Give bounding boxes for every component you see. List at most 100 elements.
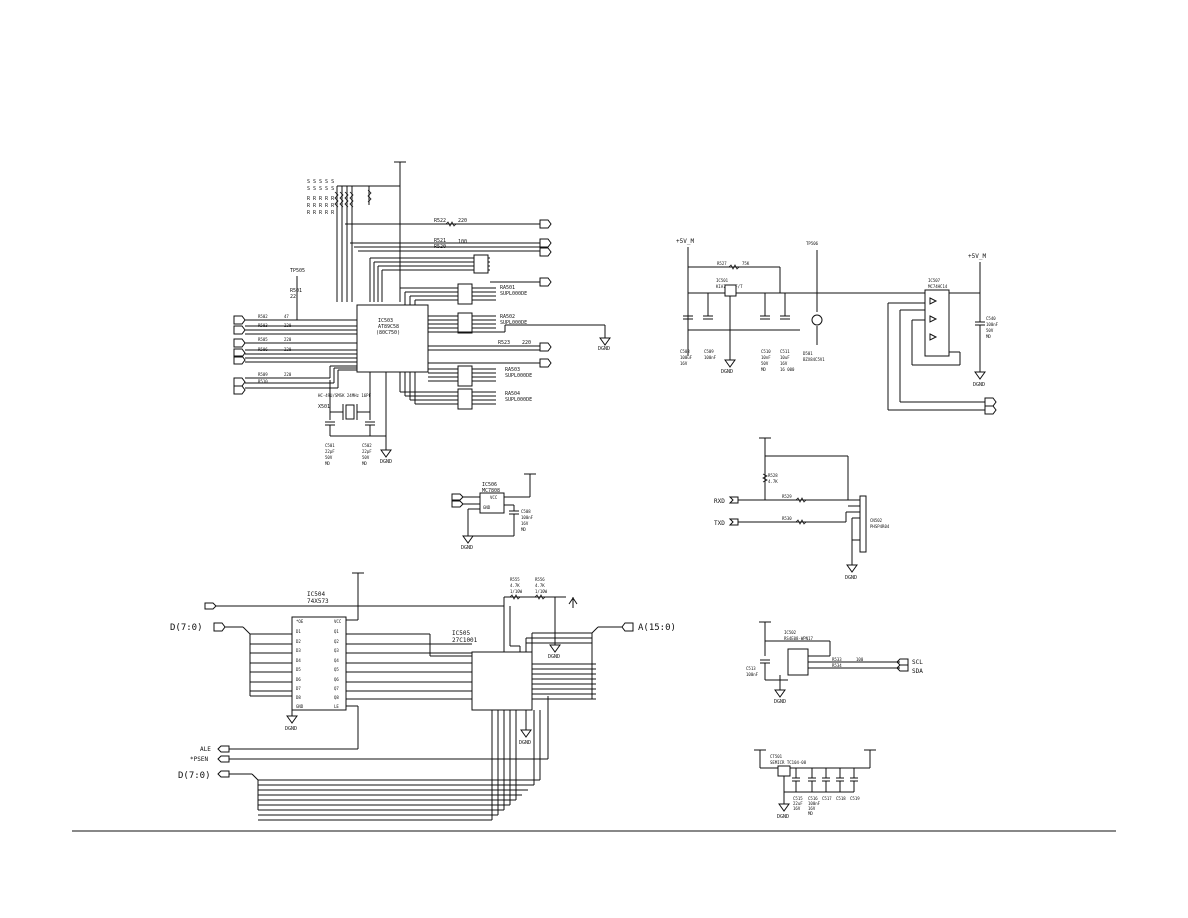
reset-ic-section: IC506 MC7808 VCC GND C508 100nF 16V MD D… bbox=[451, 473, 536, 551]
r522-value: 220 bbox=[458, 218, 467, 224]
svg-text:220: 220 bbox=[284, 323, 292, 328]
svg-text:D4: D4 bbox=[296, 658, 301, 663]
r521-label: R521 bbox=[434, 238, 446, 244]
ic505-part: 27C1001 bbox=[452, 637, 478, 644]
dgnd-label-9: DGND bbox=[845, 575, 857, 581]
svg-text:47: 47 bbox=[284, 314, 289, 319]
dgnd-label-10: DGND bbox=[774, 699, 786, 705]
ic502-label: IC502 bbox=[784, 630, 797, 635]
c508-voltage: 16V bbox=[521, 521, 529, 526]
svg-text:Q4: Q4 bbox=[334, 658, 339, 663]
svg-text:Q3: Q3 bbox=[334, 648, 339, 653]
rxd-label: RXD bbox=[714, 498, 725, 505]
r520-label: R520 bbox=[434, 244, 446, 250]
crystal-spec: HC-49U/SMSK 24MHz 16PF bbox=[318, 393, 372, 398]
ct501-body bbox=[777, 765, 791, 777]
c540-label: C540 bbox=[986, 316, 996, 321]
c540-value: 100nF bbox=[986, 322, 999, 327]
c518-label: C518 bbox=[836, 796, 846, 801]
resistor-network-top: S S S S S S S S S S R R R R R R R R R R … bbox=[307, 179, 372, 216]
c540-mount: MD bbox=[986, 334, 991, 339]
serial-section: R528 4.7K RXD R529 TXD R530 CN502 PHSP4R… bbox=[714, 437, 890, 581]
c511-value: 10uF bbox=[780, 355, 790, 360]
ra504-label: RA504 bbox=[505, 391, 520, 397]
x501-label: X501 bbox=[318, 404, 330, 410]
svg-text:Q7: Q7 bbox=[334, 686, 339, 691]
ic505-body bbox=[471, 651, 533, 711]
svg-text:D5: D5 bbox=[296, 667, 301, 672]
r528-value: 4.7K bbox=[768, 479, 778, 484]
svg-text:220: 220 bbox=[284, 337, 292, 342]
svg-text:R505: R505 bbox=[258, 337, 268, 342]
svg-text:R506: R506 bbox=[258, 347, 268, 352]
dgnd-label-3: DGND bbox=[461, 545, 473, 551]
svg-text:VCC: VCC bbox=[334, 619, 342, 624]
r555-label: R555 bbox=[510, 577, 520, 582]
svg-text:R R R R R: R R R R R bbox=[307, 210, 335, 216]
c515-label: C515 bbox=[793, 796, 803, 801]
r555-power: 1/10W bbox=[510, 589, 523, 594]
ic502-part: RS4E08-WPN17 bbox=[784, 636, 813, 641]
svg-text:R R R R R: R R R R R bbox=[307, 196, 335, 202]
c510-value: 10nF bbox=[761, 355, 771, 360]
c513-label: C513 bbox=[746, 666, 756, 671]
c515-value: 22uF bbox=[793, 801, 803, 806]
c508-value: 100nF bbox=[521, 515, 534, 520]
svg-text:D8: D8 bbox=[296, 695, 301, 700]
c511-label: C511 bbox=[780, 349, 790, 354]
ct501-label: CT501 bbox=[770, 754, 783, 759]
diode-d501 bbox=[811, 314, 823, 326]
r529-label: R529 bbox=[782, 494, 792, 499]
connector-cn502 bbox=[859, 495, 867, 553]
svg-text:R502: R502 bbox=[258, 314, 268, 319]
ic507-body bbox=[924, 289, 950, 357]
c516-mount: MD bbox=[808, 811, 813, 816]
dgnd-label-1: DGND bbox=[598, 346, 610, 352]
ra503-value: SUPL000DE bbox=[505, 373, 532, 379]
ic502-body bbox=[787, 648, 809, 676]
dgnd-label-5: DGND bbox=[548, 654, 560, 660]
r523-label: R523 bbox=[498, 340, 510, 346]
r556-power: 1/10W bbox=[535, 589, 548, 594]
r523-value: 220 bbox=[522, 340, 531, 346]
r501-label: R501 bbox=[290, 288, 302, 294]
r522-label: R522 bbox=[434, 218, 446, 224]
c516-value: 100nF bbox=[808, 801, 821, 806]
c502-mount: MD bbox=[362, 461, 367, 466]
d501-label: D501 bbox=[803, 351, 813, 356]
c511-voltage: 16V bbox=[780, 361, 788, 366]
c510-mount: MD bbox=[761, 367, 766, 372]
r556-value: 4.7K bbox=[535, 583, 545, 588]
c508b-value: 100uF bbox=[680, 355, 693, 360]
r534-label: R534 bbox=[832, 663, 842, 668]
c509-label: C509 bbox=[704, 349, 714, 354]
c516-label: C516 bbox=[808, 796, 818, 801]
r533-value: 100 bbox=[856, 657, 864, 662]
ic505-label: IC505 bbox=[452, 630, 470, 637]
crystal-x501 bbox=[345, 404, 355, 420]
svg-text:*OE: *OE bbox=[296, 619, 304, 624]
c508-mount: MD bbox=[521, 527, 526, 532]
svg-text:S S S S S: S S S S S bbox=[307, 179, 334, 185]
ic507-label: IC507 bbox=[928, 278, 941, 283]
svg-text:D6: D6 bbox=[296, 677, 301, 682]
ic503-part: AT89C58 bbox=[378, 324, 399, 330]
ic506-vcc: VCC bbox=[490, 495, 498, 500]
c501-label: C501 bbox=[325, 443, 335, 448]
scl-label: SCL bbox=[912, 659, 923, 666]
ic507-part: MC74HC14 bbox=[928, 284, 948, 289]
txd-label: TXD bbox=[714, 520, 725, 527]
dgnd-label-7: DGND bbox=[721, 369, 733, 375]
r520-value: 100 bbox=[458, 239, 467, 245]
svg-text:Q8: Q8 bbox=[334, 695, 339, 700]
c510-voltage: 50V bbox=[761, 361, 769, 366]
c501-value: 22pF bbox=[325, 449, 335, 454]
plus5v-label-right: +5V_M bbox=[968, 253, 986, 260]
ct501-part: SEMICR TC104-08 bbox=[770, 760, 807, 765]
ra501-label: RA501 bbox=[500, 285, 515, 291]
c519-label: C519 bbox=[850, 796, 860, 801]
c515-voltage: 16V bbox=[793, 806, 801, 811]
r556-label: R556 bbox=[535, 577, 545, 582]
ra504-value: SUPL000DE bbox=[505, 397, 532, 403]
